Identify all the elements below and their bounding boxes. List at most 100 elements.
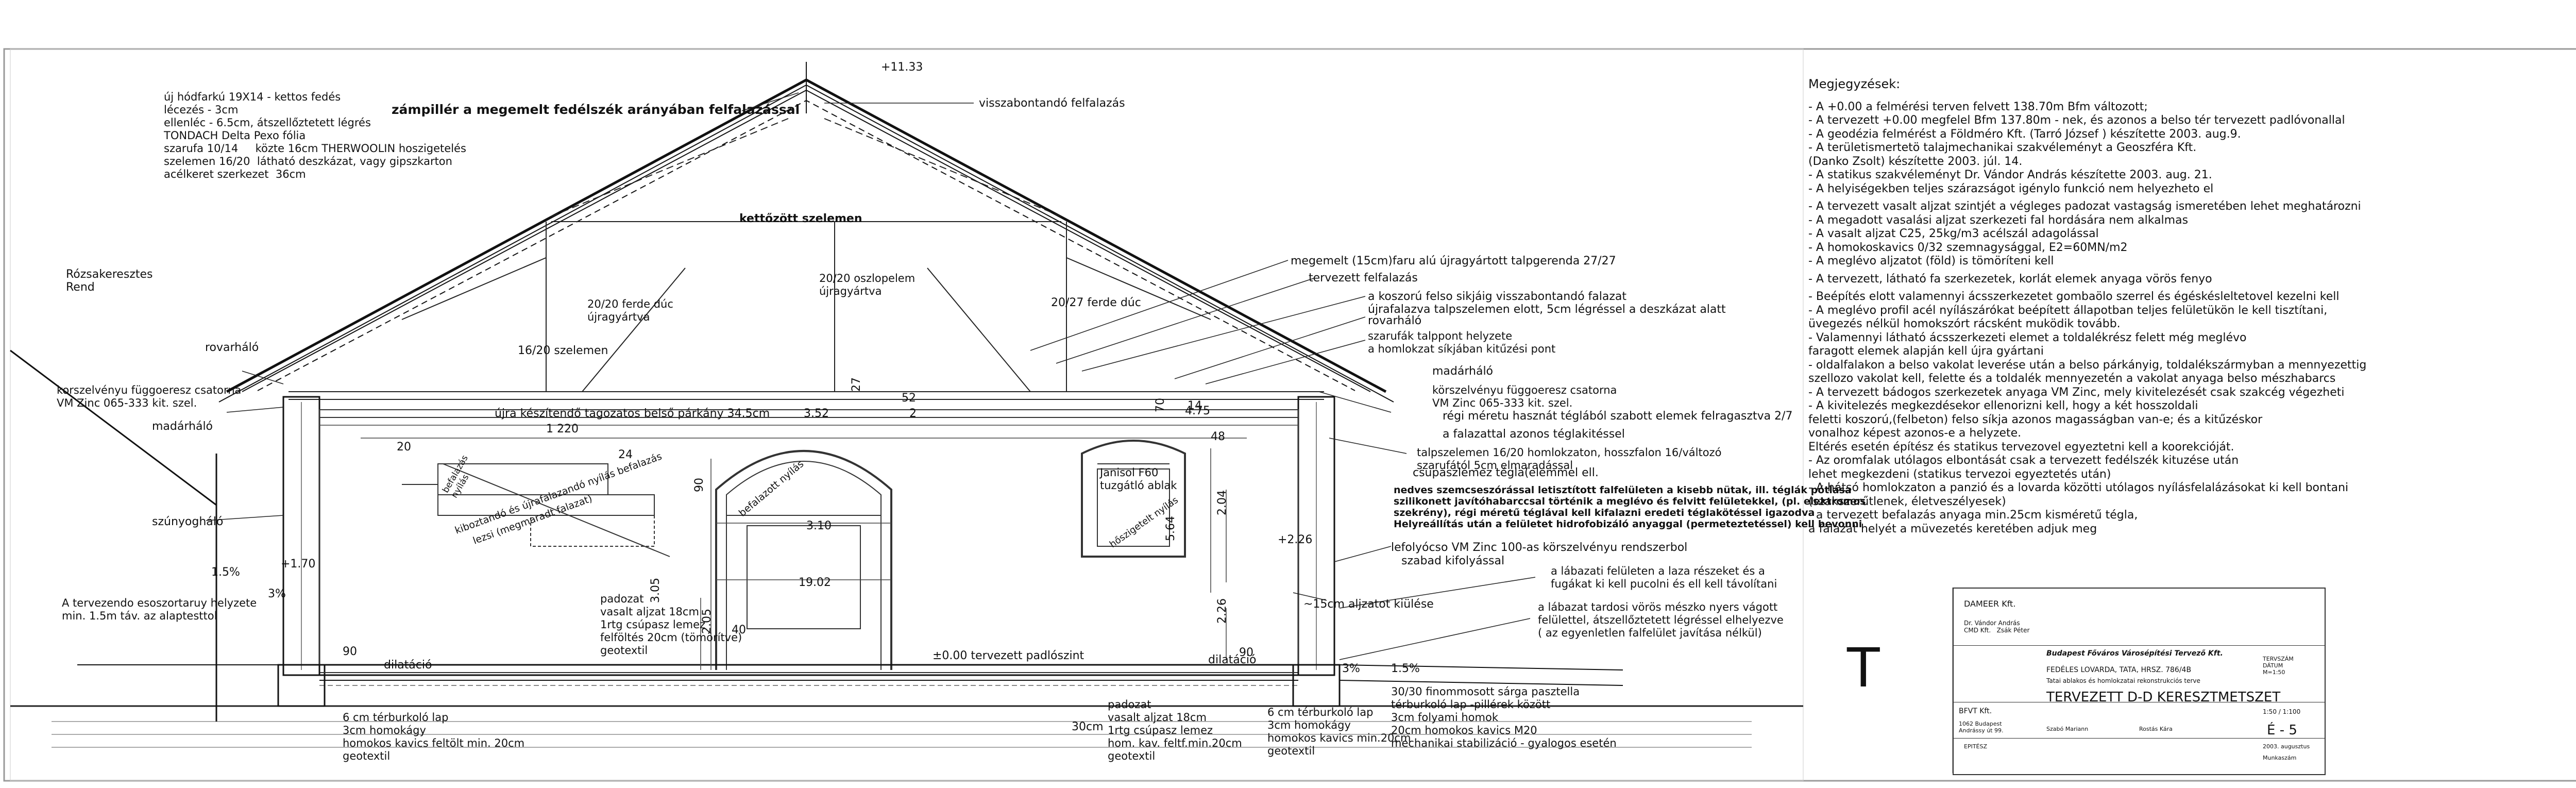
cornice-label: újra készítendő tagozatos belső párkány … (495, 407, 770, 420)
note-line: - A hátsó homlokzaton a panzió és a lova… (1808, 481, 2349, 494)
gutter-right: körszelvényu függoeresz csatorna VM Zinc… (1432, 384, 1617, 409)
tb-phase: EPITÉSZ (1964, 743, 1988, 750)
note-line: - A meglévo aljzatot (föld) is tömöríten… (1808, 255, 2054, 267)
floor-slab (318, 664, 1299, 686)
tilted-sill: ~15cm aljzatot kiülése (1303, 598, 1434, 611)
paving-left: 6 cm térburkoló lap 3cm homokágy homokos… (343, 711, 525, 762)
note-line: feletti koszorú,(felbeton) felso síkja a… (1808, 413, 2263, 426)
note-line: a falazat helyét a müvezetés keretében a… (1808, 522, 2097, 535)
note-line: vonalhoz képest azonos-e a helyzete. (1808, 427, 2022, 440)
note-line: - A geodézia felmérést a Földméro Kft. (… (1808, 127, 2241, 141)
external-paving (77, 664, 1623, 686)
small-window (1081, 440, 1186, 558)
dim-1902: 19.02 (799, 576, 831, 589)
truss (289, 118, 1324, 400)
plaster-strip: talpszelemen 16/20 homlokzaton, hosszfal… (1417, 446, 1722, 472)
dim-48: 48 (1211, 430, 1225, 443)
note-line: (szakszerűtlenek, életveszélyesek) (1808, 495, 2006, 508)
drawing-frame (10, 48, 1804, 781)
tb-address: 1062 Budapest Andrássy út 99. (1959, 720, 2004, 734)
old-brick: régi méretu hasznát téglából szabott ele… (1443, 410, 1793, 423)
strut-right: 20/27 ferde dúc (1051, 296, 1141, 309)
designed-wall: tervezett felfalazás (1309, 272, 1418, 284)
note-line: - A homokoskavics 0/32 szemnagysággal, E… (1808, 241, 2128, 254)
ridge-flash-note: visszabontandó felfalazás (979, 97, 1125, 110)
note-line (1808, 286, 2561, 290)
gutter-left: korszelvényu függoeresz csatorna VM Zinc… (57, 384, 242, 409)
wallplate-label: megemelt (15cm)faru alú újragyártott tal… (1291, 255, 1616, 267)
plinth-note: a lábazat tardosi vörös mészko nyers vág… (1538, 601, 1784, 639)
rafter-feet: szarufák talppont helyzete a homlokzat s… (1368, 330, 1556, 355)
tb-project-line1: FEDÉLES LOVARDA, TATA, HRSZ. 786/4B (2046, 666, 2192, 674)
dim-27: 27 (850, 377, 863, 392)
dim-352: 3.52 (804, 407, 829, 420)
tb-client: DAMEER Kft. (1964, 599, 2016, 609)
paving-right: 6 cm térburkoló lap 3cm homokágy homokos… (1267, 706, 1411, 757)
dim-52: 52 (902, 392, 916, 405)
north-mark: T (1847, 636, 1880, 699)
wall-note-1: nedves szemcseszórással letisztított fal… (1394, 484, 1852, 496)
splash-note: a lábazati felületen a laza részeket és … (1551, 565, 1777, 590)
dim-24: 24 (618, 448, 633, 461)
roof (218, 62, 1394, 403)
bird-net-left: madárháló (152, 420, 213, 433)
right-wall (1292, 396, 1341, 707)
floor-mid: padozat vasalt aljzat 18cm 1rtg csúpasz … (1108, 698, 1242, 762)
leader-lines (206, 92, 1536, 660)
tb-right-meta: TERVSZÁM DÁTUM M=1:50 (2263, 656, 2294, 676)
dim-204: 2.04 (1216, 490, 1229, 515)
floor-left: padozat vasalt aljzat 18cm 1rtg csúpasz … (600, 593, 742, 657)
dim-40: 40 (732, 624, 746, 636)
wall-note-2: szilikonett javítóhabarccsal történik a … (1394, 496, 1866, 507)
floor-zero: ±0.00 tervezett padlószint (933, 649, 1084, 662)
note-line: - A tervezett +0.00 megfelel Bfm 137.80m… (1808, 114, 2345, 127)
tb-names: Dr. Vándor András CMD Kft. Zsák Péter (1964, 619, 2030, 634)
tb-date: 2003. augusztus (2263, 743, 2310, 750)
double-purlin: kettőzött szelemen (739, 212, 862, 225)
wall-note-4: Helyreállítás után a felületet hidrofobi… (1394, 518, 1862, 530)
paving-30-30: 30/30 finommosott sárga pasztella térbur… (1391, 685, 1617, 749)
crown-label: a koszorú felso sikjáig visszabontandó f… (1368, 290, 1627, 303)
note-line: (Danko Zsolt) készítette 2003. júl. 14. (1808, 155, 2023, 168)
tb-company: Budapest Főváros Városépítési Tervező Kf… (2046, 649, 2223, 658)
note-line: Eltérés esetén építész és statikus terve… (1808, 440, 2234, 454)
note-line: - A kivitelezés megkezdésekor ellenorizn… (1808, 399, 2198, 412)
dimensions (319, 425, 1298, 670)
note-line: - A meglévo profil acél nyílászárókat be… (1808, 304, 2328, 317)
tb-job-no: Munkaszám (2263, 755, 2297, 761)
dim-205: 2.05 (701, 609, 714, 634)
brick-same: a falazattal azonos téglakitéssel (1443, 428, 1625, 441)
note-line: lehet megkezdeni (statikus tervezoi egye… (1808, 467, 2111, 481)
dim-2: 2 (909, 407, 917, 420)
note-line: - A helyiségekben teljes szárazságot igé… (1808, 182, 2214, 195)
note-line: - Beépítés elott valamennyi ácsszerkezet… (1808, 290, 2340, 303)
notes-list: - A +0.00 a felmérési terven felvett 138… (1808, 100, 2561, 536)
dim-310: 3.10 (806, 519, 832, 532)
note-line: - Az oromfalak utólagos elbontását csak … (1808, 454, 2239, 467)
vent-net: szúnyogháló (152, 515, 224, 528)
note-line: - A vasalt aljzat C25, 25kg/m3 acélszál … (1808, 227, 2099, 240)
slope-right-1: 3% (1342, 662, 1360, 675)
rise-left: A tervezendo esoszortaruy helyzete min. … (62, 597, 257, 622)
strut-left: 20/20 ferde dúc újragyártva (587, 298, 673, 323)
window-label: Janisol F60 tuzgátló ablak (1100, 466, 1177, 492)
nesting-label: újrafalazva talpszelemen elott, 5cm légr… (1368, 303, 1726, 316)
rovar-right: rovarháló (1368, 314, 1422, 327)
left-wall (277, 396, 326, 707)
level-170: +1.70 (281, 558, 316, 571)
downpipe-label: lefolyócso VM Zinc 100-as körszelvényu r… (1391, 541, 1688, 554)
note-line: szellozo vakolat kell, felette és a told… (1808, 372, 2336, 385)
tympanum-note: zámpillér a megemelt fedélszék arányában… (392, 102, 800, 117)
dim-226: 2.26 (1216, 598, 1229, 624)
slope-left: 1.5% (211, 566, 240, 579)
ridge-level: +11.33 (881, 61, 923, 74)
tb-project-line2: Tatai ablakos és homlokzatai rekonstrukc… (2046, 677, 2200, 684)
dilatacio-right: dilatáció (1208, 653, 1257, 666)
slope-right-2: 1.5% (1391, 662, 1420, 675)
neighbour-label: Rózsakeresztes Rend (66, 268, 153, 294)
level-226: +2.26 (1278, 533, 1313, 546)
free-drip: szabad kifolyással (1401, 555, 1505, 567)
dim-90v: 90 (693, 478, 706, 492)
wall-note-3: szekrény), régi méretű téglával kell kif… (1394, 507, 1815, 518)
